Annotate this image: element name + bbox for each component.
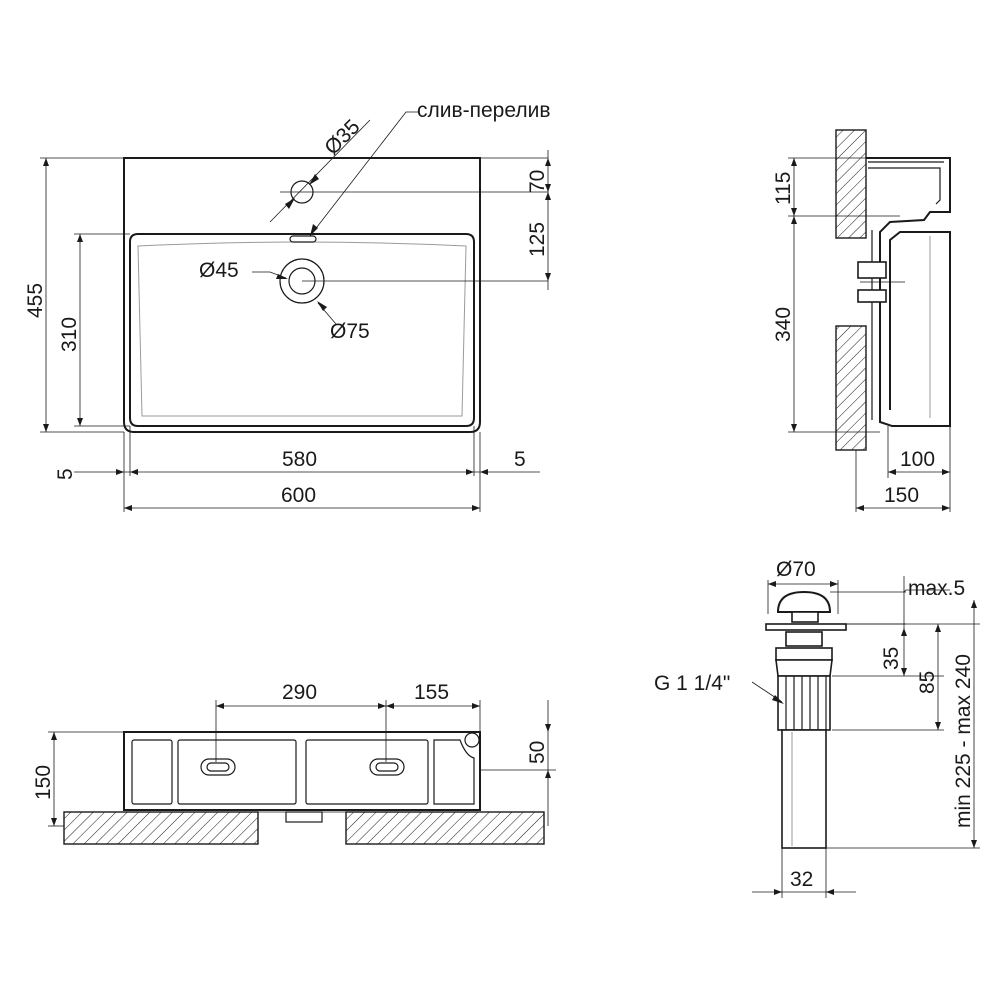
dim-155: 155: [414, 681, 449, 704]
dim-32: 32: [790, 868, 813, 891]
mount-slot-right: [369, 758, 405, 776]
side-view: 115 340 100 150: [772, 129, 951, 512]
dim-5-left: 5: [54, 468, 77, 480]
bowl-inner-line: [137, 241, 467, 417]
bottom-view: 290 155 150 50: [32, 681, 556, 845]
dim-85: 85: [916, 671, 939, 694]
dim-115: 115: [772, 172, 795, 205]
top-view: Ø35 слив-перелив Ø45 Ø75 70 125 455: [24, 99, 551, 512]
wall-bottom: [835, 325, 867, 451]
sink-outline: [123, 157, 481, 433]
drain-outer-label: Ø75: [330, 320, 370, 343]
dim-310: 310: [58, 317, 81, 352]
dim-150-bottom: 150: [32, 765, 55, 800]
mount-slot-left: [200, 758, 236, 776]
dim-5-right: 5: [514, 448, 526, 471]
plug-cap: [776, 590, 832, 613]
dim-290: 290: [282, 681, 317, 704]
floor-left: [63, 811, 259, 845]
thread-label: G 1 1/4": [654, 672, 730, 695]
dim-580: 580: [282, 448, 317, 471]
drain-plug-view: Ø70 max.5 35 85 min 225 - max 240 G 1 1/…: [654, 558, 980, 898]
bottom-body: [123, 731, 481, 811]
side-profile: [866, 157, 951, 427]
dim-455: 455: [24, 283, 47, 318]
side-drain: [857, 261, 887, 279]
dim-100: 100: [900, 448, 935, 471]
dim-340: 340: [772, 307, 795, 342]
dim-150-side: 150: [884, 484, 919, 507]
dim-min-max: min 225 - max 240: [952, 654, 975, 828]
floor-right: [345, 811, 545, 845]
bowl-outline: [129, 233, 475, 427]
dim-50: 50: [526, 741, 549, 764]
tap-diameter-label: Ø35: [320, 115, 364, 159]
overflow-slot: [289, 235, 317, 243]
dim-600: 600: [281, 484, 316, 507]
dim-35: 35: [880, 647, 903, 670]
wall-top: [835, 129, 867, 239]
dim-125: 125: [526, 222, 549, 257]
overflow-label: слив-перелив: [417, 99, 551, 122]
plug-thread: [777, 675, 831, 731]
plug-diameter-label: Ø70: [776, 558, 816, 581]
plug-pipe: [781, 729, 827, 849]
drain-diameter-label: Ø45: [199, 259, 239, 282]
dim-70: 70: [526, 170, 549, 193]
dim-max5: max.5: [908, 577, 965, 600]
